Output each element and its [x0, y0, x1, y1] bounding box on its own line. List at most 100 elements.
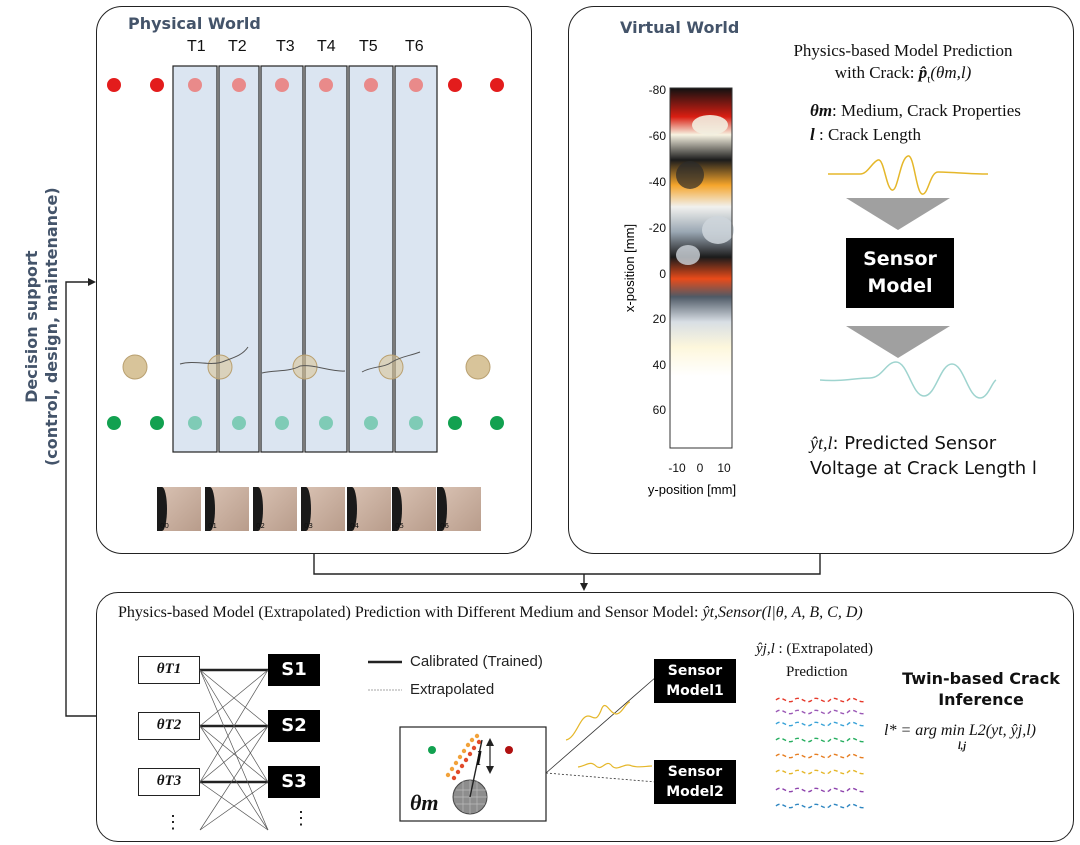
prediction-line2: with Crack: p̂t(θm,l)	[834, 63, 972, 86]
down-triangle	[846, 326, 950, 358]
actuator-dot	[275, 78, 289, 92]
sensor-dot	[319, 416, 333, 430]
strip-t2	[218, 65, 260, 453]
specimen-strips	[107, 65, 504, 453]
sensor-s3-box: S3	[268, 766, 320, 798]
actuator-dot	[188, 78, 202, 92]
heatmap-xlabel: y-position [mm]	[648, 482, 736, 497]
output-waveform	[820, 361, 997, 399]
sensor1-waveform	[565, 701, 631, 741]
sensor-dot	[150, 416, 164, 430]
legend-extrapolated-label: Extrapolated	[410, 681, 495, 698]
extrapolated-prediction-caption: ŷj,l : (Extrapolated)	[756, 641, 873, 658]
sensor-model2-line1: Sensor	[667, 764, 723, 780]
prediction-wave	[775, 697, 867, 703]
xtick: 0	[697, 461, 704, 475]
twin-inference-title: Twin-based Crack Inference	[896, 668, 1066, 710]
heatmap-xticks: -10 0 10	[668, 461, 731, 475]
sensor-model-line1: Sensor	[863, 248, 937, 270]
sensor-dot	[188, 416, 202, 430]
sensor-model2-line2: Model2	[666, 784, 724, 800]
input-waveform	[827, 155, 989, 195]
extrapolation-title: Physics-based Model (Extrapolated) Predi…	[118, 604, 863, 622]
ytick: 0	[659, 267, 666, 281]
sensor-dot	[232, 416, 246, 430]
sensor-dot	[275, 416, 289, 430]
prediction-wave	[775, 769, 867, 775]
predicted-sensor-caption: ŷt,l: Predicted Sensor Voltage at Crack …	[810, 431, 1037, 481]
sensor-dot	[364, 416, 378, 430]
prediction-wave	[775, 709, 867, 715]
photo-03: 03	[301, 487, 345, 531]
pred-extrap: : (Extrapolated)	[774, 641, 874, 657]
predicted-line2: Voltage at Crack Length l	[810, 458, 1037, 479]
sensor-model1-line2: Model1	[666, 683, 724, 699]
photo-02: 02	[253, 487, 297, 531]
theta-t1-box: θT1	[138, 656, 200, 684]
inference-formula: l* = arg min L2(yt, ŷj,l)	[884, 722, 1036, 739]
strip-t6	[394, 65, 438, 453]
actuator-dot	[232, 78, 246, 92]
strip-t5	[348, 65, 394, 453]
sensor-dot	[490, 416, 504, 430]
heatmap-yticks: -80 -60 -40 -20 0 20 40 60	[649, 83, 667, 417]
inference-formula-sub: l,j	[958, 741, 967, 752]
sensor-dot	[448, 416, 462, 430]
actuator-dot	[319, 78, 333, 92]
strip-t1	[172, 65, 218, 453]
actuator-dot	[409, 78, 423, 92]
prediction-wave	[775, 721, 867, 727]
sensor-model-box: Sensor Model	[846, 238, 954, 308]
prediction-line1: Physics-based Model Prediction	[793, 41, 1013, 60]
wavefield-heatmap: -80 -60 -40 -20 0 20 40 60 -10 0 10 y-po…	[622, 83, 736, 497]
theta-more-dots: ⋮	[164, 812, 182, 832]
ytick: -40	[649, 175, 667, 189]
twin-line1: Twin-based Crack	[902, 669, 1060, 688]
legend-calibrated-label: Calibrated (Trained)	[410, 653, 543, 670]
prediction-wave	[775, 753, 867, 759]
prediction-waves	[775, 697, 867, 809]
actuator-dot	[364, 78, 378, 92]
photo-05: 05	[392, 487, 436, 531]
ytick: 60	[653, 403, 667, 417]
actuator-dot	[150, 78, 164, 92]
test-label-t1: T1	[187, 38, 206, 55]
twin-line2: Inference	[938, 690, 1024, 709]
ytick: -80	[649, 83, 667, 97]
crack-length-label: l	[476, 748, 482, 770]
photo-04: 04	[347, 487, 391, 531]
sensor-model2-box: Sensor Model2	[654, 760, 736, 804]
test-label-t6: T6	[405, 38, 424, 55]
prediction-label: Prediction	[786, 664, 848, 680]
photo-00: 00	[157, 487, 201, 531]
actuator-dot	[107, 78, 121, 92]
extrapolation-title-text: Physics-based Model (Extrapolated) Predi…	[118, 604, 703, 621]
sensor-model1-line1: Sensor	[667, 663, 723, 679]
parameter-legend: θm: Medium, Crack Properties l : Crack L…	[810, 99, 1021, 147]
strip-t4	[304, 65, 348, 453]
photo-01: 01	[205, 487, 249, 531]
virtual-world-panel	[568, 6, 1074, 554]
crack-line	[179, 346, 249, 365]
virtual-world-title: Virtual World	[620, 18, 740, 37]
sensor-model1-box: Sensor Model1	[654, 659, 736, 703]
xtick: -10	[668, 461, 686, 475]
heatmap-ylabel: x-position [mm]	[622, 224, 637, 312]
actuator-dot	[490, 78, 504, 92]
length-description: l : Crack Length	[810, 125, 921, 144]
sensor-dot	[409, 416, 423, 430]
prediction-caption: Physics-based Model Prediction with Crac…	[768, 40, 1038, 90]
physical-world-title: Physical World	[128, 14, 261, 33]
ytick: -60	[649, 129, 667, 143]
sensor-s1-box: S1	[268, 654, 320, 686]
strip-t3	[260, 65, 304, 453]
crack-line	[361, 351, 421, 373]
xtick: 10	[717, 461, 731, 475]
prediction-wave	[775, 803, 867, 809]
photo-06: 06	[437, 487, 481, 531]
theta-t2-box: θT2	[138, 712, 200, 740]
test-label-t5: T5	[359, 38, 378, 55]
test-label-t2: T2	[228, 38, 247, 55]
